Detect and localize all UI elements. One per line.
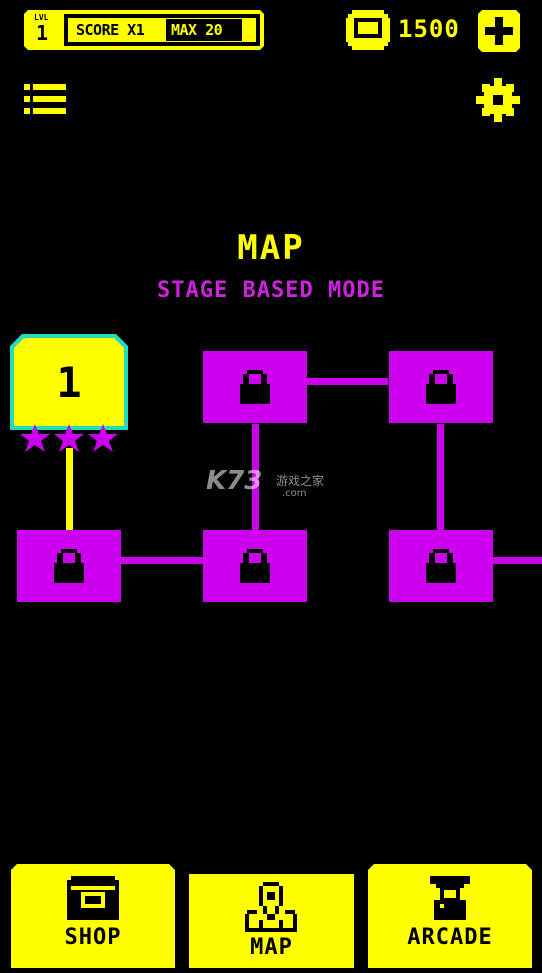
- level-value: 1: [36, 21, 49, 45]
- star-icon: [54, 424, 84, 452]
- path-link: [306, 378, 388, 385]
- path-link: [120, 557, 204, 564]
- arcade-button[interactable]: ARCADE: [368, 864, 532, 968]
- locked-stage-node[interactable]: [389, 351, 493, 423]
- score-multiplier-label: SCORE X1: [76, 21, 145, 39]
- path-link-unlocked: [66, 448, 73, 530]
- lock-icon: [240, 370, 270, 404]
- path-link: [437, 424, 444, 530]
- shop-chest-icon: [67, 876, 119, 920]
- star-icon: [88, 424, 118, 452]
- lock-icon: [426, 549, 456, 583]
- page-subtitle: STAGE BASED MODE: [157, 278, 385, 303]
- locked-stage-node[interactable]: [203, 530, 307, 602]
- max-label: MAX 20: [171, 21, 223, 39]
- map-label: MAP: [250, 935, 293, 960]
- page-title: MAP: [237, 228, 305, 268]
- lock-icon: [54, 549, 84, 583]
- coin-icon: [346, 10, 390, 50]
- arcade-label: ARCADE: [407, 925, 493, 950]
- lock-icon: [426, 370, 456, 404]
- locked-stage-node[interactable]: [389, 530, 493, 602]
- map-button[interactable]: MAP: [189, 874, 354, 968]
- watermark-logo: K73: [206, 466, 263, 496]
- star-icon: [20, 424, 50, 452]
- path-link: [492, 557, 542, 564]
- gear-icon[interactable]: [476, 78, 520, 122]
- map-pin-icon: [245, 882, 297, 932]
- menu-list-icon[interactable]: [24, 84, 66, 114]
- shop-button[interactable]: SHOP: [11, 864, 175, 968]
- max-badge: [166, 19, 242, 41]
- lock-icon: [240, 549, 270, 583]
- watermark-site-cn: 游戏之家: [276, 474, 325, 488]
- locked-stage-node[interactable]: [17, 530, 121, 602]
- stage-1-node[interactable]: 1: [14, 338, 124, 426]
- watermark-domain: .com: [282, 488, 307, 499]
- add-coins-button[interactable]: [478, 10, 520, 52]
- locked-stage-node[interactable]: [203, 351, 307, 423]
- coin-balance: 1500: [398, 15, 460, 43]
- arcade-cabinet-icon: [430, 876, 470, 920]
- plus-icon: [478, 10, 520, 52]
- level-label: LVL: [34, 13, 49, 22]
- shop-label: SHOP: [64, 925, 122, 950]
- path-link: [252, 424, 259, 530]
